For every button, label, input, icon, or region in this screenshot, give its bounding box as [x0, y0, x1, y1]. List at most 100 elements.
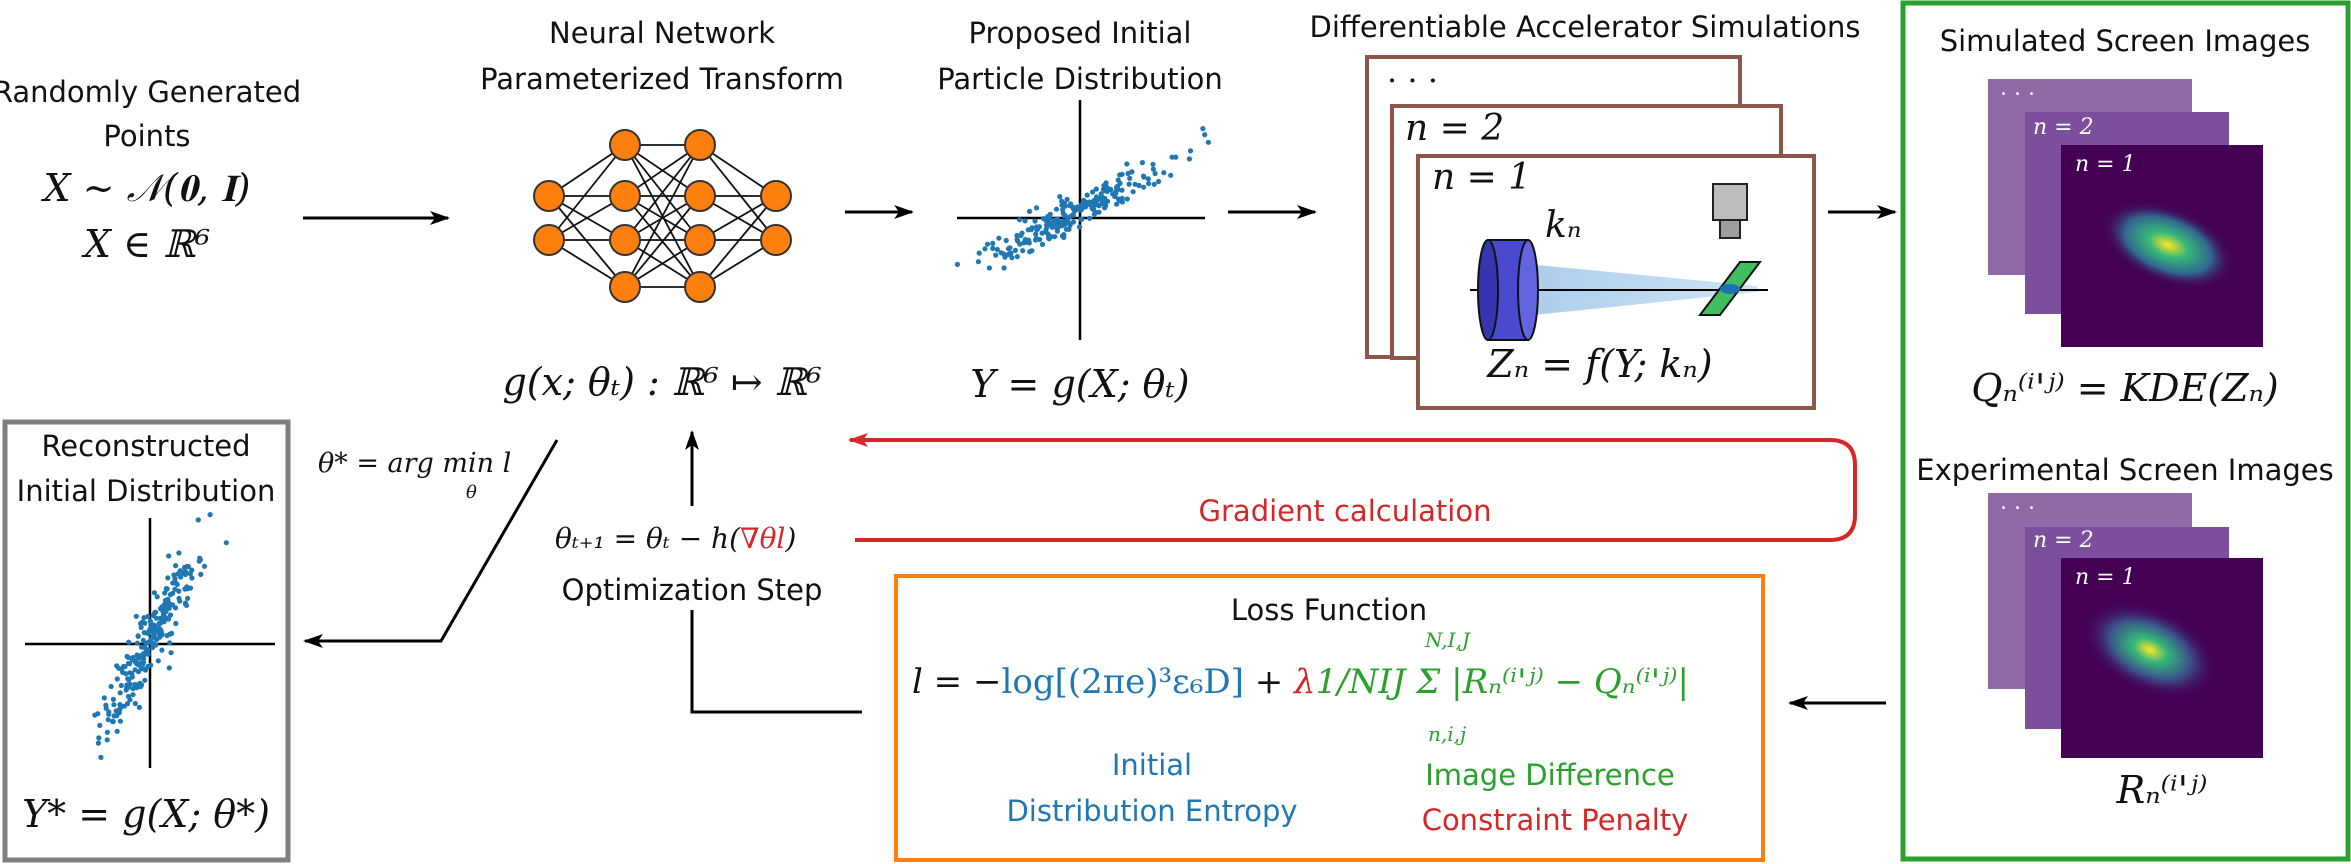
scatter-point [132, 667, 138, 673]
scatter-point [1205, 139, 1211, 145]
scatter-point [1027, 249, 1033, 255]
scatter-point [173, 563, 179, 569]
scatter-point [1033, 231, 1039, 237]
simulation-formula: Zₙ = f(Y; kₙ) [1487, 342, 1713, 386]
exp-image-label-front: n = 1 [2075, 565, 2136, 590]
loss-sum-upper-limit: N,I,J [1425, 628, 1470, 652]
scatter-point [162, 616, 168, 623]
scatter-point [166, 553, 172, 559]
beam-spot [1720, 284, 1740, 294]
sim-image-label-mid: n = 2 [2033, 115, 2094, 140]
scatter-point [117, 706, 123, 713]
loss-sum-lower-limit: n,i,j [1428, 722, 1467, 746]
scatter-point [1161, 170, 1167, 176]
loss-lambda: λ [1294, 662, 1316, 702]
scatter-point [1068, 201, 1074, 207]
proposed-title: Proposed Initial Particle Distribution [937, 16, 1223, 96]
scatter-point [1036, 224, 1042, 230]
scatter-point [95, 740, 101, 746]
neural-network-icon [533, 129, 792, 303]
scatter-point [996, 235, 1002, 241]
scatter-point [1152, 170, 1158, 177]
neuron [609, 224, 641, 256]
scatter-point [189, 575, 195, 581]
scatter-point [164, 599, 170, 605]
arrow-to-reconstruction [303, 439, 559, 648]
scatter-point [103, 702, 109, 708]
simulated-images-formula: Qₙ⁽ⁱ'ʲ⁾ = KDE(Zₙ) [1971, 366, 2279, 410]
screens-panel-frame [1900, 0, 2351, 862]
scatter-point [1124, 161, 1130, 167]
scatter-point [97, 722, 103, 729]
constraint-penalty-label: Constraint Penalty [1421, 803, 1689, 837]
scatter-point [1070, 219, 1076, 225]
scatter-point [114, 713, 120, 719]
scatter-point [142, 667, 149, 673]
scatter-point [148, 620, 154, 626]
scatter-point [1084, 192, 1090, 198]
scatter-point [1150, 166, 1156, 172]
scatter-point [145, 651, 151, 657]
scatter-point [105, 717, 111, 723]
scatter-point [138, 666, 144, 672]
scatter-point [195, 517, 201, 523]
scatter-point [1064, 196, 1070, 202]
scatter-point [1014, 236, 1020, 243]
scatter-point [167, 631, 173, 637]
scatter-point [1045, 235, 1052, 241]
scatter-point [1088, 202, 1094, 208]
input-formula-distribution: X ∼ 𝒩(𝟎, 𝐈) [43, 166, 251, 210]
scatter-point [1187, 148, 1194, 154]
scatter-point [150, 634, 156, 640]
scatter-point [975, 259, 982, 265]
scatter-point [1033, 205, 1040, 211]
scatter-point [1130, 189, 1136, 195]
scatter-point [1039, 241, 1046, 247]
exp-image-label-mid: n = 2 [2033, 528, 2094, 553]
scatter-point [1026, 208, 1033, 214]
scatter-point [198, 571, 204, 578]
scatter-point [1119, 171, 1125, 177]
scatter-point [1032, 218, 1038, 224]
scatter-point [189, 567, 195, 573]
loss-equation: l = −log[(2πe)³ε₆D] + λ1/NIJ Σ |Rₙ⁽ⁱ'ʲ⁾ … [912, 662, 1689, 702]
scatter-point [1032, 237, 1039, 243]
neuron [684, 224, 716, 256]
scatter-point [92, 712, 98, 718]
scatter-point [1007, 250, 1013, 256]
scatter-point [173, 620, 179, 627]
optimization-formula-prefix: θₜ₊₁ = θₜ − h( [555, 522, 741, 555]
scatter-point [1051, 217, 1057, 223]
neuron [609, 129, 641, 161]
scatter-point [1110, 191, 1116, 197]
input-title: Randomly Generated Points [0, 75, 302, 153]
scatter-point [114, 728, 120, 734]
scatter-point [1156, 178, 1162, 185]
scatter-point [125, 676, 131, 682]
scatter-point [990, 240, 996, 246]
scatter-point [1020, 248, 1026, 254]
scatter-point [183, 569, 189, 575]
scatter-point [976, 250, 982, 256]
scatter-point [1044, 223, 1050, 230]
scatter-point [168, 650, 174, 656]
reconstructed-formula: Y* = g(X; θ*) [22, 792, 270, 836]
loss-equation-plus: + [1254, 662, 1284, 702]
sim-image-label-back: . . . [2000, 76, 2035, 101]
scatter-point [143, 641, 149, 647]
optimization-step-label: Optimization Step [561, 573, 823, 607]
scatter-point [118, 666, 124, 672]
sim-image-label-front: n = 1 [2075, 152, 2136, 177]
scatter-point [1126, 181, 1132, 187]
scatter-point [151, 629, 157, 635]
scatter-point [176, 550, 182, 556]
image-difference-label: Image Difference [1425, 758, 1675, 792]
scatter-point [1046, 220, 1052, 226]
scatter-point [1146, 180, 1152, 187]
scatter-point [1098, 191, 1104, 197]
scatter-point [1061, 234, 1067, 240]
quadrupole-icon [1477, 239, 1539, 341]
neuron [760, 180, 792, 212]
scatter-point [1080, 202, 1086, 209]
simulation-back-label: . . . [1387, 52, 1438, 90]
